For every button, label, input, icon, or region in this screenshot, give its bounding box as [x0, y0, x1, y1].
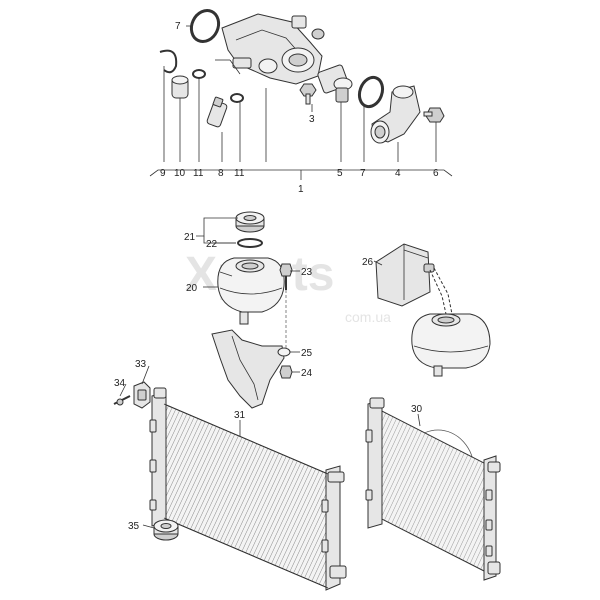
callout-9: 9: [160, 168, 166, 179]
radiator-group: 33 34 31 35: [113, 359, 347, 591]
bolt-part: [299, 83, 317, 105]
callout-33: 33: [135, 359, 147, 370]
o-ring-part: [230, 93, 244, 103]
callout-6: 6: [433, 168, 439, 179]
callout-23: 23: [301, 267, 313, 278]
callout-10: 10: [174, 168, 186, 179]
callout-21: 21: [184, 232, 196, 243]
watermark-domain: com.ua: [345, 309, 391, 325]
callout-34: 34: [114, 378, 126, 389]
callout-11: 11: [193, 168, 204, 179]
callout-7: 7: [175, 21, 181, 32]
nut-part: [279, 365, 293, 379]
rubber-grommet-part: [153, 519, 179, 541]
cap-seal-part: [237, 238, 263, 248]
callout-4: 4: [395, 168, 401, 179]
sealing-plug-part: [171, 75, 189, 99]
callout-22: 22: [206, 239, 218, 250]
thermostat-part: [317, 64, 353, 103]
tank-bracket-part: [211, 329, 291, 409]
callout-11: 11: [234, 168, 245, 179]
callout-8: 8: [218, 168, 224, 179]
radiator-group: 30: [365, 397, 501, 581]
callout-5: 5: [337, 168, 343, 179]
radiator-part: [149, 387, 347, 591]
bolt-part: [423, 107, 445, 123]
watermark: Xparts com.ua: [185, 248, 391, 325]
tank-assembly-group: 26: [362, 243, 491, 377]
retaining-clip-part: [159, 49, 178, 74]
temperature-sensor-part: [206, 96, 228, 128]
o-ring-part: [357, 75, 385, 109]
radiator-part: [365, 397, 501, 581]
mounting-bracket-part: [133, 381, 151, 409]
bolt-part: [279, 263, 293, 290]
tank-cover-part: [375, 243, 435, 307]
callout-31: 31: [234, 410, 246, 421]
thermostat-group: 7 3 9 10 11 8 11 5 7 4 6 1: [149, 8, 453, 195]
callout-25: 25: [301, 348, 313, 359]
callout-35: 35: [128, 521, 140, 532]
tank-cap-part: [235, 211, 265, 233]
screw-part: [113, 395, 131, 406]
coolant-flange-housing: [221, 13, 323, 85]
o-ring-part: [189, 8, 221, 44]
expansion-tank-part: [217, 257, 285, 325]
callout-20: 20: [186, 283, 198, 294]
callout-30: 30: [411, 404, 423, 415]
callout-1: 1: [298, 184, 304, 195]
expansion-tank-group: 21 22 20 23 25 24: [184, 211, 313, 409]
callout-7: 7: [360, 168, 366, 179]
coolant-elbow-part: [370, 85, 421, 144]
o-ring-part: [192, 69, 206, 79]
callout-26: 26: [362, 257, 374, 268]
callout-3: 3: [309, 114, 315, 125]
callout-24: 24: [301, 368, 313, 379]
expansion-tank-part: [411, 313, 491, 377]
